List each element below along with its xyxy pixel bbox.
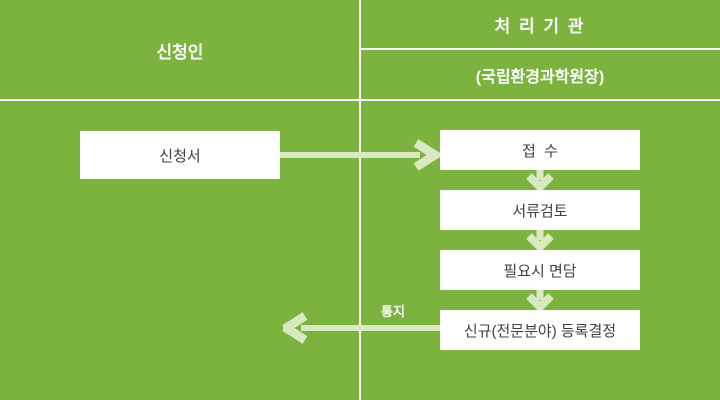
step-registration-decision-box: 신규(전문분야) 등록결정 (440, 310, 640, 350)
step-interview-box: 필요시 면담 (440, 250, 640, 290)
header-body-divider-line (0, 99, 720, 101)
arrow-right-icon (280, 139, 440, 171)
arrow-left-icon (283, 312, 440, 344)
agency-header-divider-line (360, 48, 720, 50)
step-receipt-box: 접 수 (440, 130, 640, 170)
arrow-down-icon (526, 170, 554, 190)
application-form-box: 신청서 (80, 131, 280, 179)
agency-column-header: 처 리 기 관 (494, 16, 586, 36)
notice-label: 통지 (381, 304, 405, 319)
arrow-down-icon (526, 230, 554, 250)
column-divider-line (359, 0, 361, 400)
arrow-down-icon (526, 290, 554, 310)
applicant-column-header: 신청인 (156, 42, 204, 62)
agency-column-subheader: (국립환경과학원장) (475, 68, 605, 86)
step-document-review-box: 서류검토 (440, 190, 640, 230)
